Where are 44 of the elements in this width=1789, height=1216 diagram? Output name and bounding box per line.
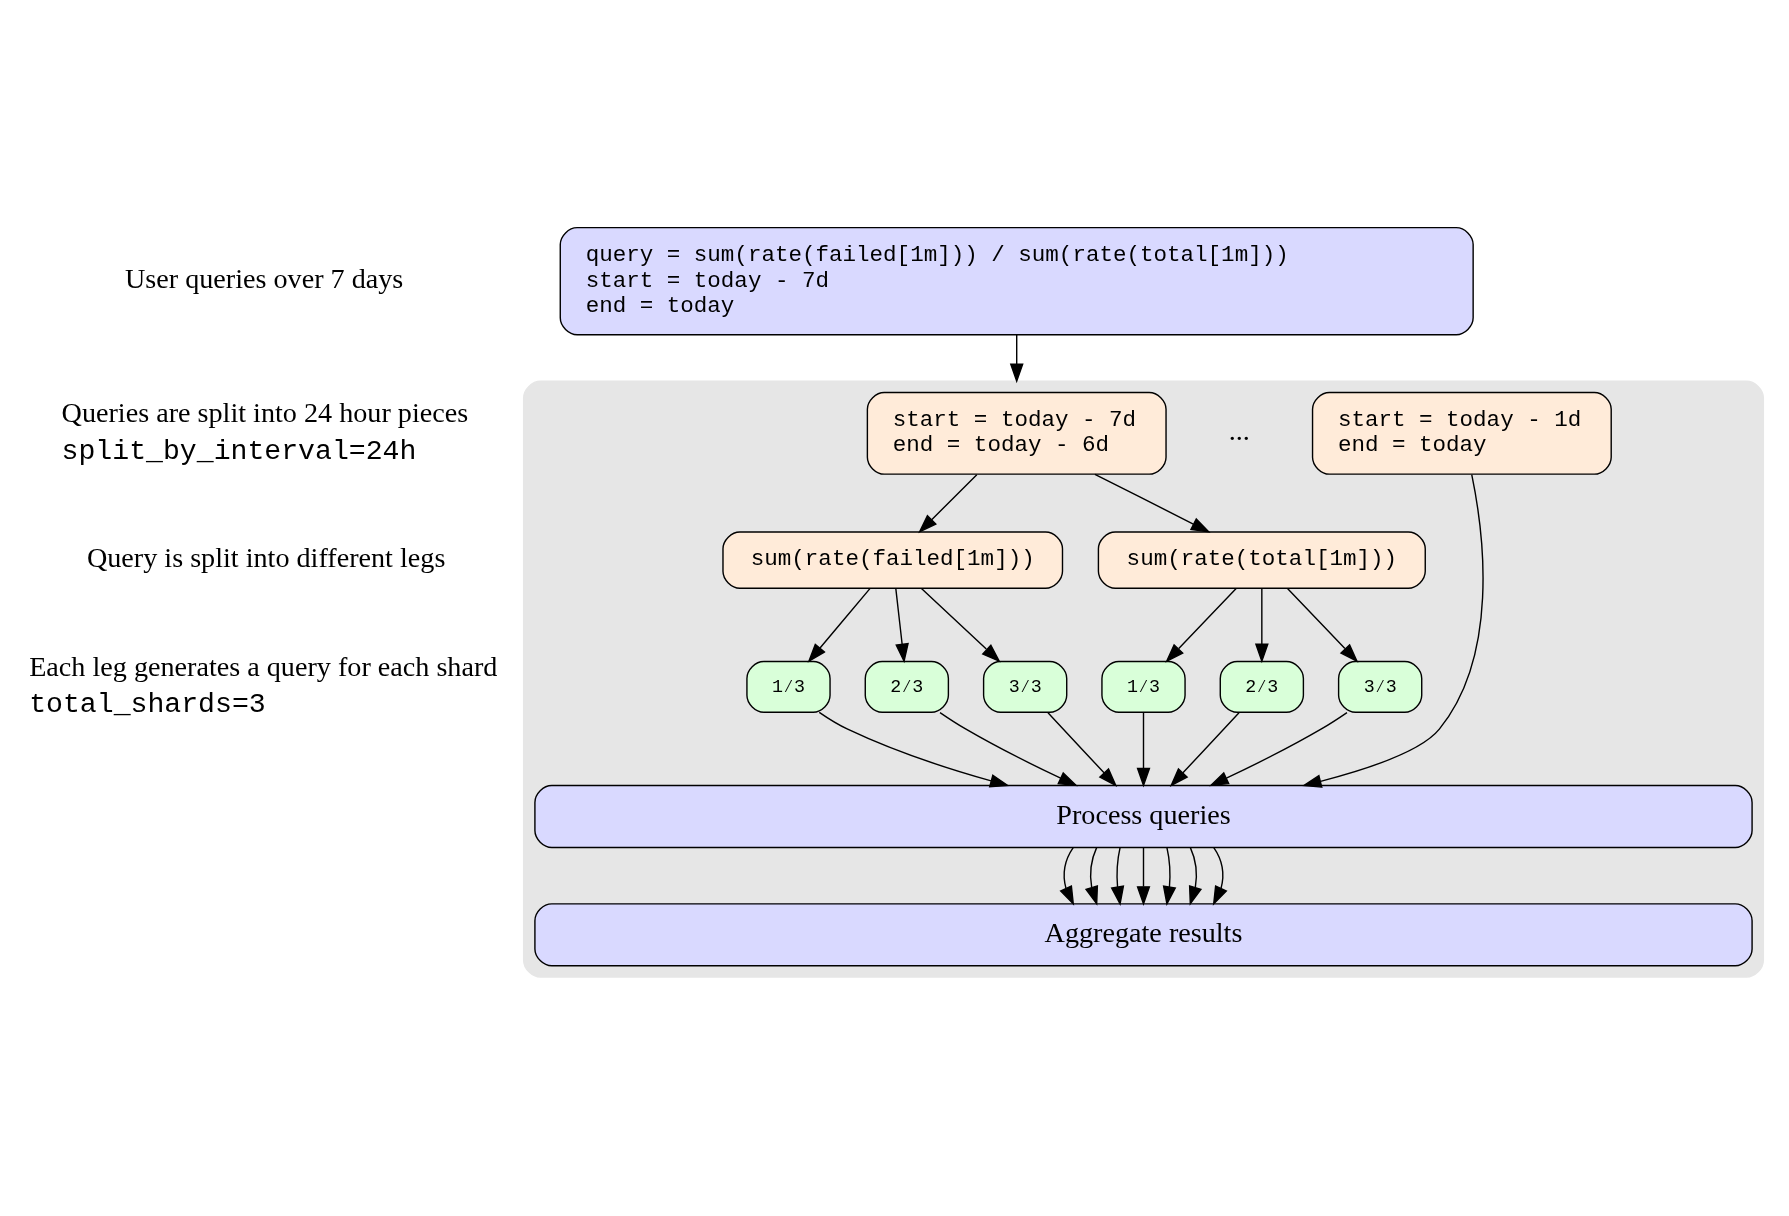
arrow	[1047, 712, 1118, 787]
arrow	[1009, 334, 1024, 384]
arrow	[1212, 846, 1228, 906]
arrow	[1094, 473, 1211, 533]
label: total_shards=3	[29, 689, 266, 721]
node-box: 3⁄3	[1337, 660, 1423, 713]
arrow	[1169, 712, 1240, 787]
arrow	[920, 587, 1001, 663]
arrow	[1136, 712, 1151, 788]
label: split_by_interval=24h	[61, 435, 417, 467]
arrow	[1209, 711, 1348, 787]
arrow	[1165, 587, 1237, 663]
arrow	[939, 711, 1078, 787]
arrow	[818, 711, 1010, 788]
label: Each leg generates a query for each shard	[29, 650, 498, 682]
node-box: 2⁄3	[1219, 660, 1305, 713]
node-box: 3⁄3	[982, 660, 1068, 713]
arrow	[1084, 846, 1099, 906]
arrow	[1188, 846, 1203, 906]
arrow	[807, 587, 871, 663]
node-box: sum(rate(total[1m]))	[1097, 531, 1426, 589]
node-box: sum(rate(failed[1m]))	[722, 531, 1064, 589]
node-box: Aggregate results	[534, 903, 1753, 967]
node-box: Process queries	[534, 784, 1753, 849]
arrow	[1162, 846, 1177, 906]
arrow	[1301, 473, 1484, 788]
node-box: 1⁄3	[1101, 660, 1186, 713]
label: Queries are split into 24 hour pieces	[61, 397, 469, 429]
arrow	[1136, 846, 1151, 906]
node-box: start = today - 7d end = today - 6d	[866, 391, 1167, 475]
arrow	[1059, 846, 1075, 906]
label: ...	[1228, 415, 1250, 447]
node-box: 1⁄3	[746, 660, 831, 713]
node-box: start = today - 1d end = today	[1311, 391, 1612, 475]
arrow	[895, 587, 909, 664]
arrow	[1254, 587, 1269, 664]
arrow	[918, 473, 978, 534]
arrow	[1286, 587, 1359, 663]
label: User queries over 7 days	[124, 263, 404, 295]
arrow	[1110, 846, 1125, 906]
label: Query is split into different legs	[86, 542, 446, 574]
cluster	[522, 380, 1765, 978]
node-box: query = sum(rate(failed[1m])) / sum(rate(total[1m])) start = today - 7d end = today	[559, 226, 1474, 336]
node-box: 2⁄3	[864, 660, 950, 713]
